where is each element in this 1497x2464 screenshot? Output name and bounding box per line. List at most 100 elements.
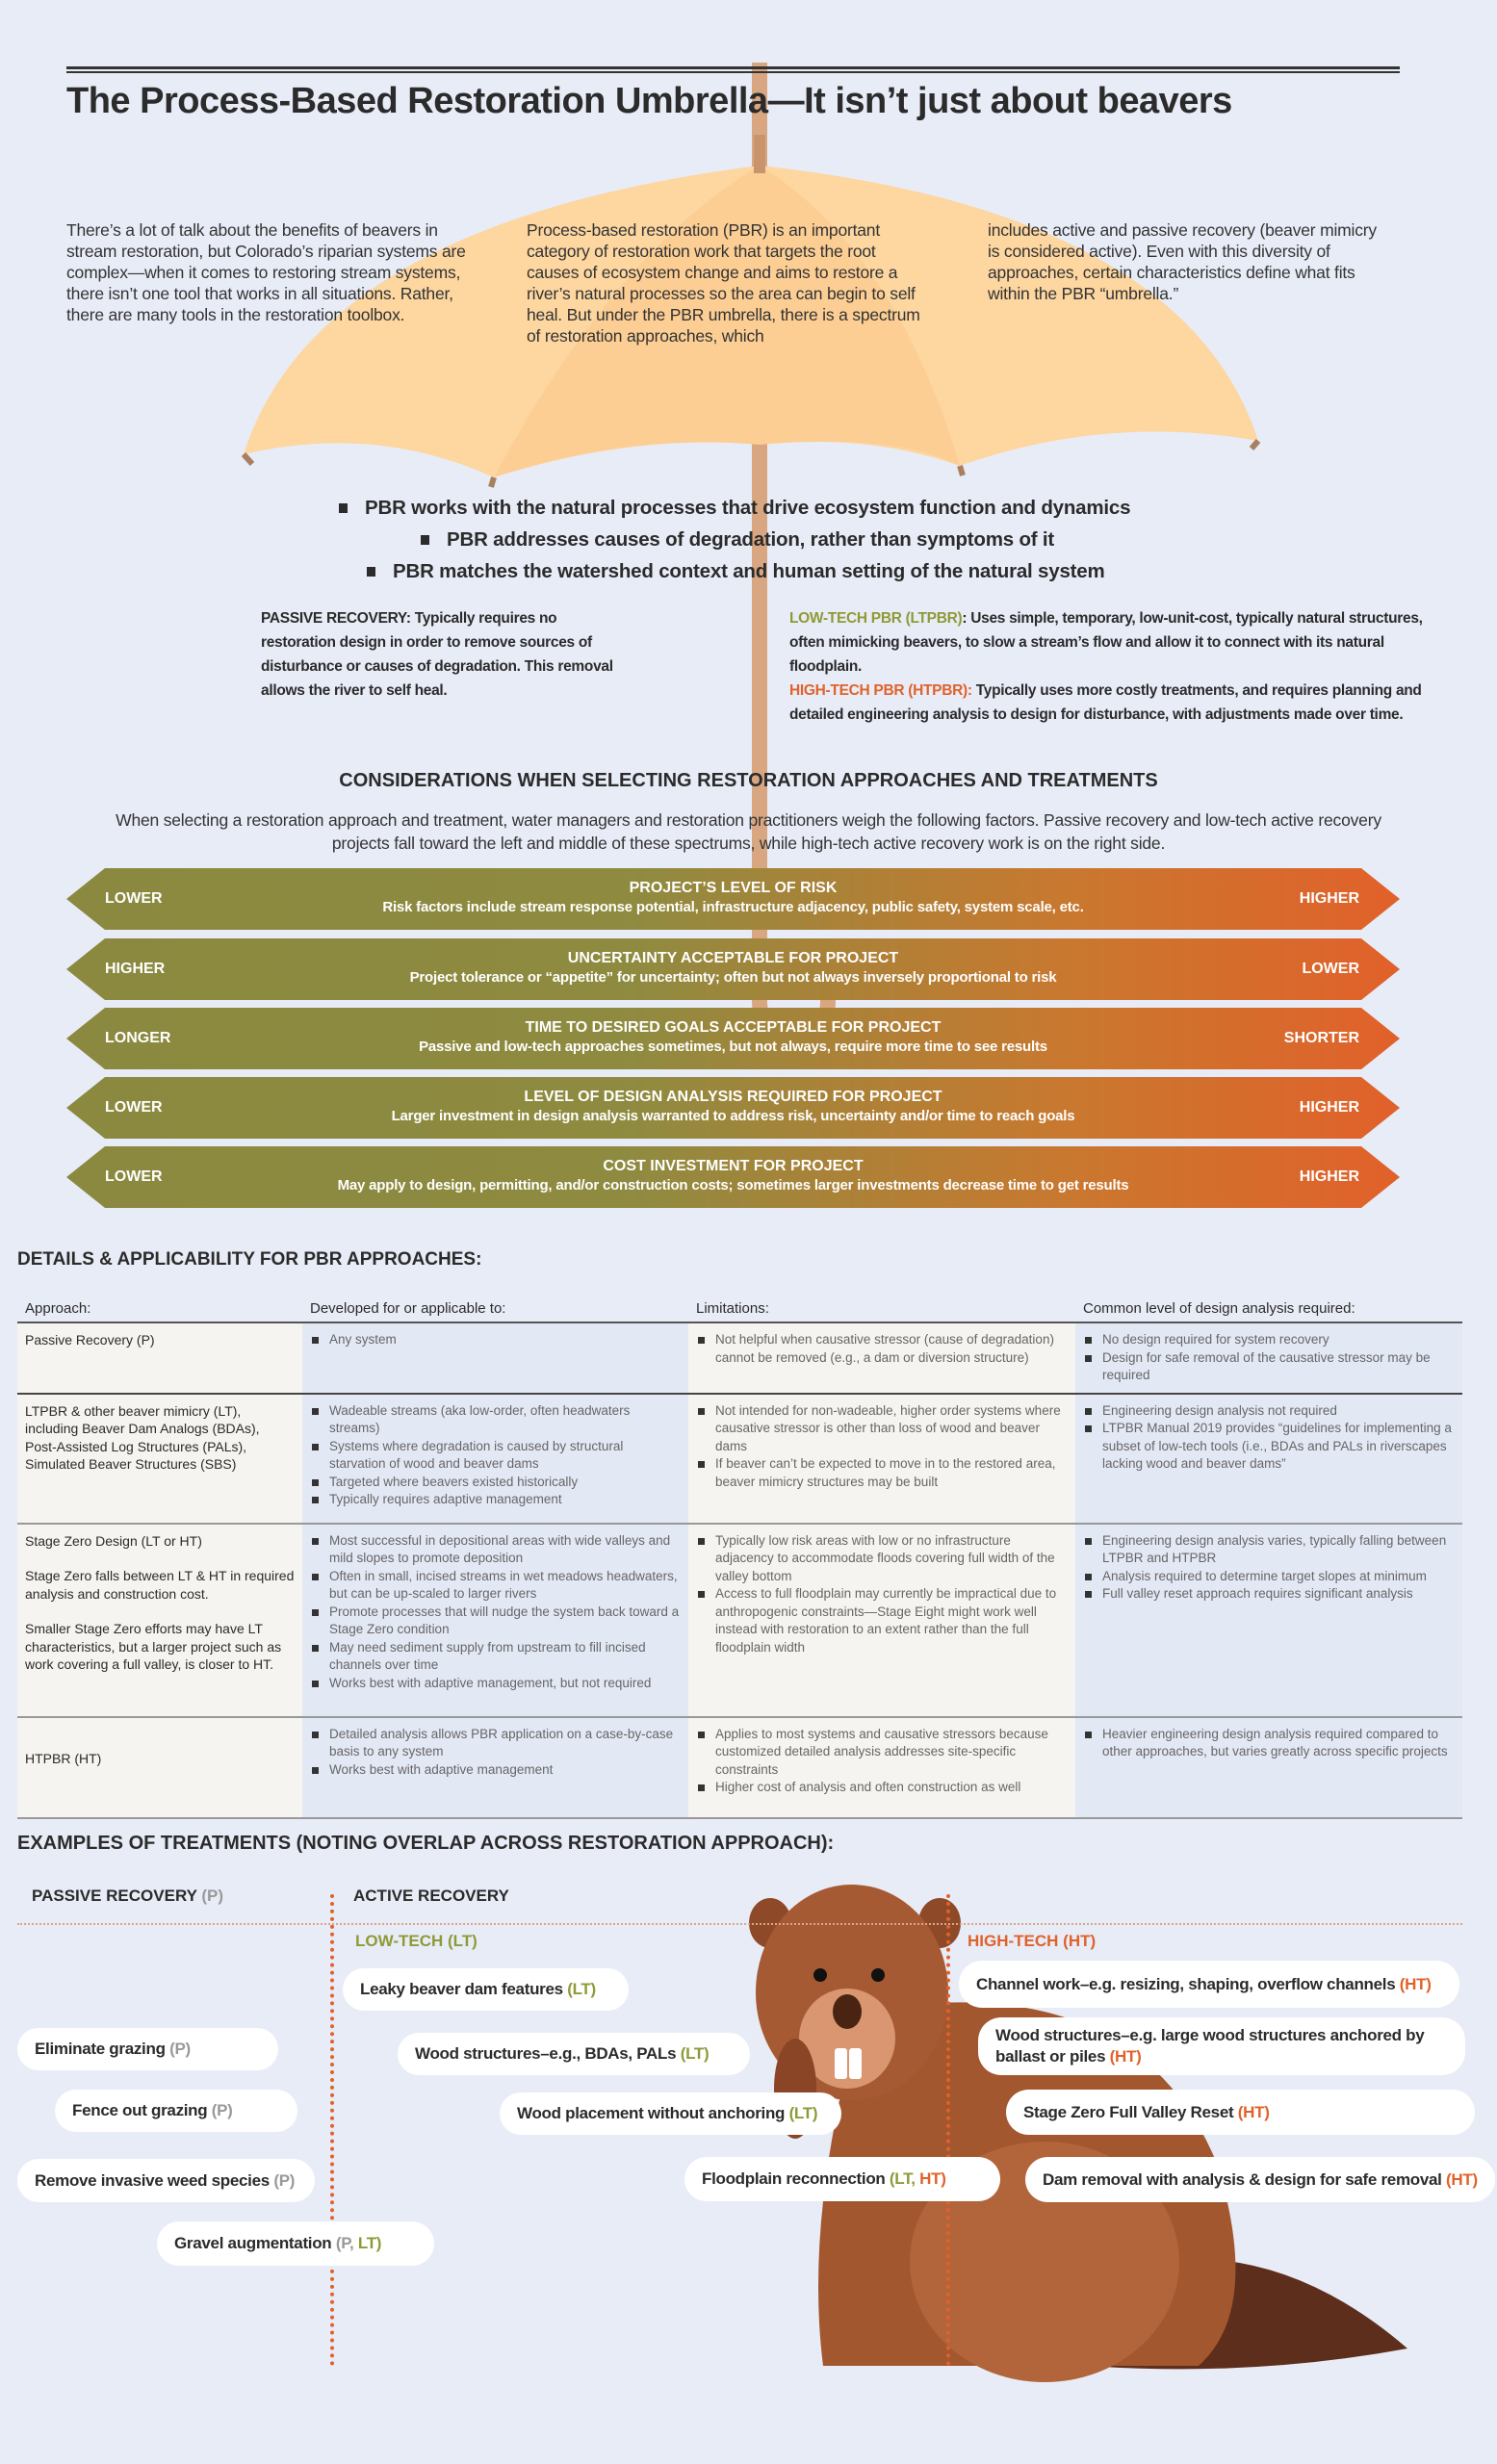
treatment-label: Wood structures–e.g. large wood structur… [995,2026,1425,2066]
details-heading: DETAILS & APPLICABILITY FOR PBR APPROACH… [17,1249,482,1270]
page-title: The Process-Based Restoration Umbrella—I… [66,81,1232,121]
bullet-item: Works best with adaptive management [310,1761,681,1780]
approach-tag: (LT, [889,2169,920,2188]
bullet-item: Systems where degradation is caused by s… [310,1438,681,1474]
treatment-label: Leaky beaver dam features [360,1980,568,1998]
principle-text: PBR works with the natural processes tha… [365,497,1131,519]
bullet-item: Full valley reset approach requires sign… [1083,1585,1455,1604]
treatment-label: Wood placement without anchoring [517,2104,789,2122]
treatment-text: Gravel augmentation (P, LT) [174,2233,381,2254]
top-rule [66,66,1400,73]
bullet-list: Any system [310,1331,681,1349]
approach-tag: LT) [357,2234,382,2252]
column-header: Common level of design analysis required… [1075,1295,1462,1323]
treatment-label: Stage Zero Full Valley Reset [1023,2102,1238,2121]
bullet-item: Higher cost of analysis and often constr… [696,1779,1068,1797]
spectrum-center: TIME TO DESIRED GOALS ACCEPTABLE FOR PRO… [211,1018,1255,1057]
treatment-pill: Eliminate grazing (P) [17,2028,278,2070]
treatment-text: Wood placement without anchoring (LT) [517,2103,817,2124]
treatment-label: Remove invasive weed species [35,2170,274,2190]
spectrum-center: LEVEL OF DESIGN ANALYSIS REQUIRED FOR PR… [211,1088,1255,1126]
approach-text: Passive Recovery (P) [25,1332,155,1348]
definition-label: PASSIVE RECOVERY: [261,610,411,627]
bullet-item: Detailed analysis allows PBR application… [310,1726,681,1761]
bullet-item: Targeted where beavers existed historica… [310,1474,681,1492]
definition-label: HIGH-TECH PBR (HTPBR): [789,682,972,699]
column-header: Limitations: [688,1295,1075,1323]
bullet-item: Heavier engineering design analysis requ… [1083,1726,1455,1761]
spectrum-right-label: HIGHER [1299,890,1359,907]
treatment-label: Fence out grazing [72,2101,212,2119]
passive-tag: (P) [201,1886,224,1905]
table-row: Passive Recovery (P) Any system Not helpfu… [17,1322,1462,1395]
bullet-item: Not helpful when causative stressor (cau… [696,1331,1068,1367]
spectrum-left-label: LOWER [105,1168,163,1185]
approach-text: Stage Zero Design (LT or HT) [25,1532,202,1549]
bullet-item: LTPBR Manual 2019 provides “guidelines f… [1083,1420,1455,1474]
bullet-list: Heavier engineering design analysis requ… [1083,1726,1455,1761]
spectrum-description: May apply to design, permitting, and/or … [337,1177,1129,1194]
table-cell-approach: Passive Recovery (P) [17,1322,302,1395]
bullet-item: Most successful in depositional areas wi… [310,1532,681,1568]
spectrum-right-label: LOWER [1302,961,1359,977]
passive-recovery-label: PASSIVE RECOVERY (P) [32,1886,223,1906]
table-cell-applicable: Most successful in depositional areas wi… [302,1523,688,1718]
table-row: LTPBR & other beaver mimicry (LT), inclu… [17,1393,1462,1525]
treatment-pill: Dam removal with analysis & design for s… [1025,2157,1495,2202]
bullet-list: Wadeable streams (aka low-order, often h… [310,1402,681,1509]
treatment-label: Dam removal with analysis & design for s… [1043,2169,1447,2189]
approach-tag: (P) [211,2101,233,2119]
treatment-pill: Wood structures–e.g., BDAs, PALs (LT) [398,2033,750,2075]
bullet-list: Most successful in depositional areas wi… [310,1532,681,1693]
treatment-pill: Floodplain reconnection (LT, HT) [684,2157,1000,2201]
approach-tag: (HT) [1399,1974,1432,1993]
definition-text: : Uses simple, temporary, low-unit-cost,… [789,610,1423,675]
high-tech-definition: HIGH-TECH PBR (HTPBR): Typically uses mo… [789,679,1425,727]
intro-paragraph-2: Process-based restoration (PBR) is an im… [527,220,920,346]
bullet-item: Promote processes that will nudge the sy… [310,1604,681,1639]
treatment-label: Channel work–e.g. resizing, shaping, ove… [976,1974,1400,1993]
approach-tag: (HT) [1237,2102,1270,2121]
umbrella-icon [241,63,1261,1043]
treatment-text: Wood structures–e.g. large wood structur… [995,2025,1448,2067]
approach-text: Smaller Stage Zero efforts may have LT c… [25,1621,282,1672]
table-cell-approach: Stage Zero Design (LT or HT)Stage Zero f… [17,1523,302,1718]
passive-active-divider [330,1894,334,2366]
spectrum-description: Project tolerance or “appetite” for unce… [409,969,1057,986]
bullet-list: Applies to most systems and causative st… [696,1726,1068,1797]
approach-tag: (P) [169,2040,191,2058]
treatment-text: Floodplain reconnection (LT, HT) [702,2169,946,2190]
section-divider [17,1923,1462,1925]
intro-paragraph-3: includes active and passive recovery (be… [988,220,1377,303]
treatment-text: Eliminate grazing (P) [35,2039,191,2060]
approach-tag: (HT) [1109,2047,1142,2066]
bullet-list: Engineering design analysis not required… [1083,1402,1455,1474]
treatment-pill: Stage Zero Full Valley Reset (HT) [1006,2090,1475,2135]
treatment-label: Wood structures–e.g., BDAs, PALs [415,2044,681,2063]
principle-text: PBR addresses causes of degradation, rat… [447,528,1055,551]
table-cell-analysis: Engineering design analysis varies, typi… [1075,1523,1462,1718]
low-tech-label: LOW-TECH (LT) [355,1932,477,1950]
treatment-pill: Channel work–e.g. resizing, shaping, ove… [959,1961,1459,2008]
bullet-list: Engineering design analysis varies, typi… [1083,1532,1455,1604]
considerations-intro: When selecting a restoration approach an… [116,810,1381,853]
treatment-text: Dam removal with analysis & design for s… [1043,2169,1478,2191]
principle-item: PBR addresses causes of degradation, rat… [421,528,1054,552]
spectrum-right-label: SHORTER [1283,1030,1359,1046]
bullet-list: Not intended for non-wadeable, higher or… [696,1402,1068,1492]
table-cell-applicable: Wadeable streams (aka low-order, often h… [302,1393,688,1525]
principle-item: PBR matches the watershed context and hu… [367,560,1105,583]
spectrum-right-label: HIGHER [1299,1168,1359,1185]
treatment-text: Fence out grazing (P) [72,2100,233,2121]
bullet-list: Detailed analysis allows PBR application… [310,1726,681,1780]
spectrum-description: Larger investment in design analysis war… [391,1108,1075,1124]
passive-recovery-definition: PASSIVE RECOVERY: Typically requires no … [261,606,627,703]
treatment-text: Wood structures–e.g., BDAs, PALs (LT) [415,2043,710,2065]
approach-text: HTPBR (HT) [25,1750,102,1766]
table-cell-approach: LTPBR & other beaver mimicry (LT), inclu… [17,1393,302,1525]
bullet-item: Any system [310,1331,681,1349]
